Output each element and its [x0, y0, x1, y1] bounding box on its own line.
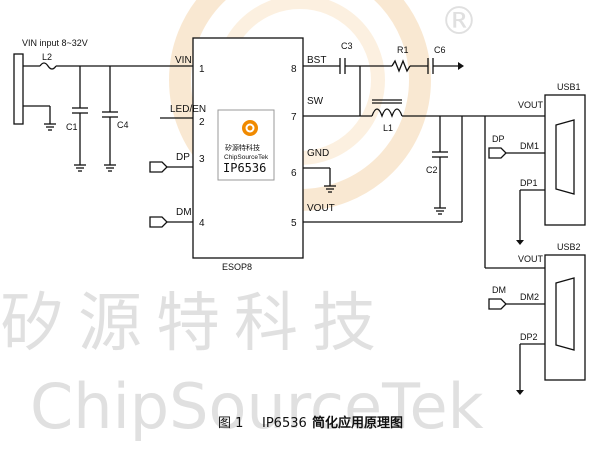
watermark-cn: 矽源特科技 [0, 287, 390, 361]
pin-4-name: DM [176, 207, 192, 218]
watermark-en: ChipSourceTek [30, 370, 484, 443]
pin-1-num: 1 [199, 64, 205, 75]
figure-title: 简化应用原理图 [312, 415, 403, 431]
c3-label: C3 [341, 41, 353, 51]
input-label: VIN input 8~32V [22, 38, 88, 48]
usb2-port-shape [555, 277, 575, 351]
usb1-vout-label: VOUT [518, 100, 544, 110]
usb1-port-shape [555, 119, 575, 195]
usb2-dm-in-label: DM [492, 285, 506, 295]
ic-logo-icon [242, 120, 258, 136]
ic-part-number: IP6536 [223, 161, 266, 175]
pin-7-name: SW [307, 96, 324, 107]
c4-capacitor [102, 66, 118, 172]
bst-network [303, 58, 464, 116]
pin-3-name: DP [176, 152, 190, 163]
usb2-dp2-label: DP2 [520, 332, 538, 342]
ic-package: ESOP8 [222, 262, 252, 272]
pin-2-num: 2 [199, 117, 205, 128]
pin-8-name: BST [307, 55, 326, 66]
ic-logo-en: ChipSourceTek [224, 154, 269, 161]
usb2-connector [544, 254, 586, 381]
pin-6-num: 6 [291, 168, 297, 179]
dm-port-arrow [149, 216, 193, 228]
usb1-dp-input [488, 147, 545, 159]
watermark-registered-mark: ® [440, 0, 478, 43]
figure-part: IP6536 [262, 416, 307, 431]
pin-7-num: 7 [291, 112, 297, 123]
pin-8-num: 8 [291, 64, 297, 75]
vin-rail [23, 62, 193, 131]
usb2-dm2-label: DM2 [520, 292, 539, 302]
usb2-dm-input [488, 298, 545, 310]
l2-label: L2 [42, 52, 52, 62]
figure-number: 图 1 [218, 416, 243, 431]
pin-6-name: GND [307, 148, 329, 159]
gnd-symbol [303, 167, 336, 193]
usb2-vout-label: VOUT [518, 254, 544, 264]
c1-capacitor [72, 66, 88, 172]
usb2-dp2-ground [516, 343, 545, 395]
pin-5-name: VOUT [307, 203, 335, 214]
dp-port-arrow [149, 161, 193, 173]
usb1-dp1-ground [516, 189, 545, 245]
pin-2-name: LED/EN [170, 104, 206, 115]
c4-label: C4 [117, 120, 129, 130]
usb1-connector [544, 94, 586, 226]
usb2-title: USB2 [557, 242, 581, 252]
pin-3-num: 3 [199, 154, 205, 165]
pin-1-name: VIN [175, 55, 192, 66]
pin-4-num: 4 [199, 218, 205, 229]
pin-5-num: 5 [291, 218, 297, 229]
sw-output-network [303, 99, 545, 269]
l1-label: L1 [383, 123, 393, 133]
c1-label: C1 [66, 122, 78, 132]
usb1-dm1-label: DM1 [520, 141, 539, 151]
c6-label: C6 [434, 45, 446, 55]
usb1-dp-in-label: DP [492, 134, 505, 144]
c2-label: C2 [426, 165, 438, 175]
ic-logo-cn: 矽源特科技 [225, 143, 260, 152]
r1-label: R1 [397, 45, 409, 55]
usb1-dp1-label: DP1 [520, 178, 538, 188]
input-connector [13, 53, 24, 125]
usb1-title: USB1 [557, 82, 581, 92]
